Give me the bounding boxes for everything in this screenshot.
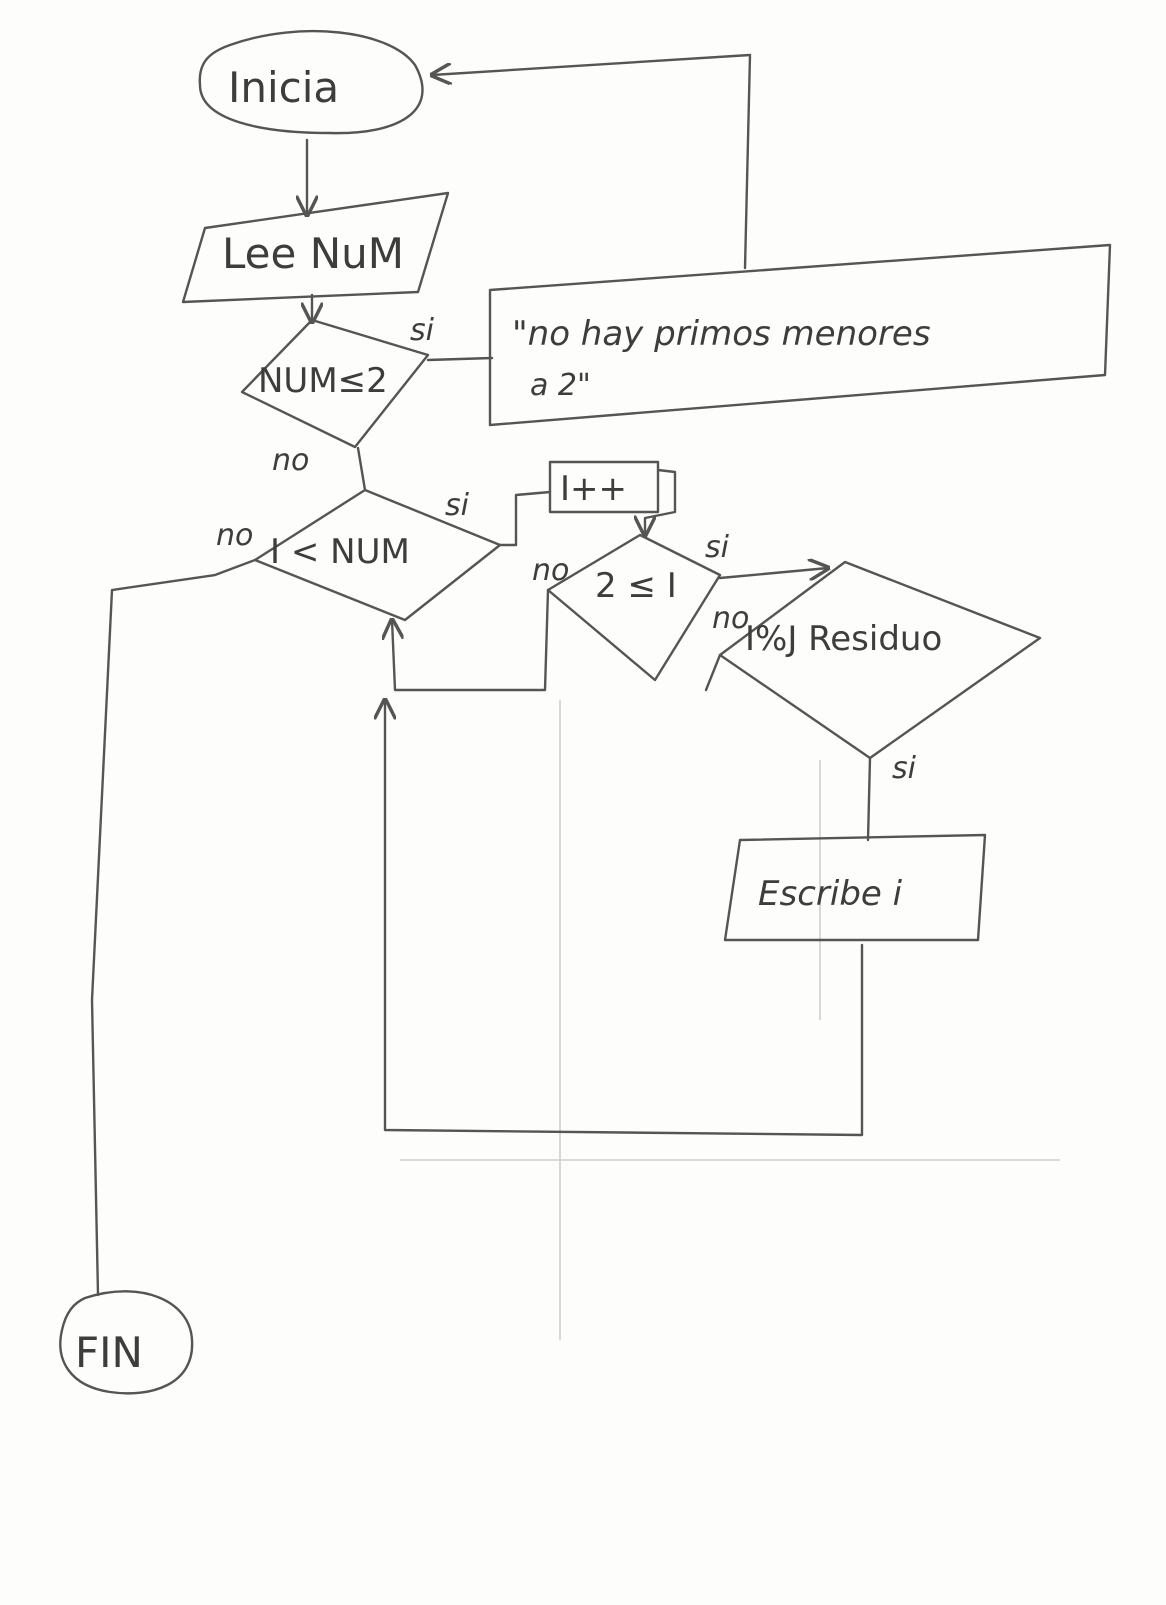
cond4-yes-label: si bbox=[892, 751, 917, 786]
start-label: Inicia bbox=[228, 63, 339, 112]
cond4-no-label: no bbox=[712, 601, 749, 636]
end-label: FIN bbox=[75, 1328, 143, 1377]
edge-write-cond2 bbox=[385, 700, 864, 1137]
message-line2: a 2" bbox=[530, 368, 591, 403]
read-label: Lee NuM bbox=[222, 229, 404, 278]
cond1-yes-label: si bbox=[410, 313, 435, 348]
edge-cond4-no bbox=[704, 653, 722, 692]
paper-show-through bbox=[400, 700, 1060, 1340]
edge-cond1-message bbox=[426, 356, 494, 362]
edge-incr-cond3 bbox=[645, 468, 677, 535]
edge-cond2-incr bbox=[498, 490, 552, 547]
write-label: Escribe i bbox=[758, 874, 903, 914]
cond4-label: I%J Residuo bbox=[745, 619, 942, 659]
read-input: Lee NuM bbox=[181, 191, 450, 304]
start-terminal: Inicia bbox=[198, 29, 424, 135]
edge-cond1-cond2 bbox=[356, 446, 367, 492]
message-line1: "no hay primos menores bbox=[512, 314, 931, 354]
cond3-label: 2 ≤ I bbox=[595, 566, 677, 606]
edge-cond3-no-cond2 bbox=[392, 588, 550, 692]
cond1-label: NUM≤2 bbox=[258, 361, 388, 401]
decision-2-le-i: 2 ≤ I bbox=[546, 533, 722, 682]
increment-process: I++ bbox=[548, 460, 660, 514]
decision-num-le-2: NUM≤2 bbox=[240, 318, 430, 449]
end-terminal: FIN bbox=[59, 1290, 194, 1395]
cond1-no-label: no bbox=[272, 443, 309, 478]
incr-label: I++ bbox=[560, 469, 627, 509]
edge-cond2-end bbox=[90, 558, 257, 1297]
cond3-no-label: no bbox=[532, 553, 569, 588]
cond3-yes-label: si bbox=[705, 530, 730, 565]
write-output: Escribe i bbox=[723, 833, 987, 942]
decision-i-mod-j: I%J Residuo bbox=[718, 560, 1042, 760]
output-message-box: "no hay primos menores a 2" bbox=[488, 243, 1112, 427]
edge-cond4-write bbox=[866, 756, 872, 842]
decision-i-lt-num: I < NUM bbox=[253, 488, 502, 622]
edge-message-start bbox=[432, 53, 752, 270]
edge-cond3-cond4 bbox=[718, 568, 828, 578]
cond2-yes-label: si bbox=[445, 488, 470, 523]
cond2-label: I < NUM bbox=[270, 532, 410, 572]
cond2-no-label: no bbox=[216, 518, 253, 553]
